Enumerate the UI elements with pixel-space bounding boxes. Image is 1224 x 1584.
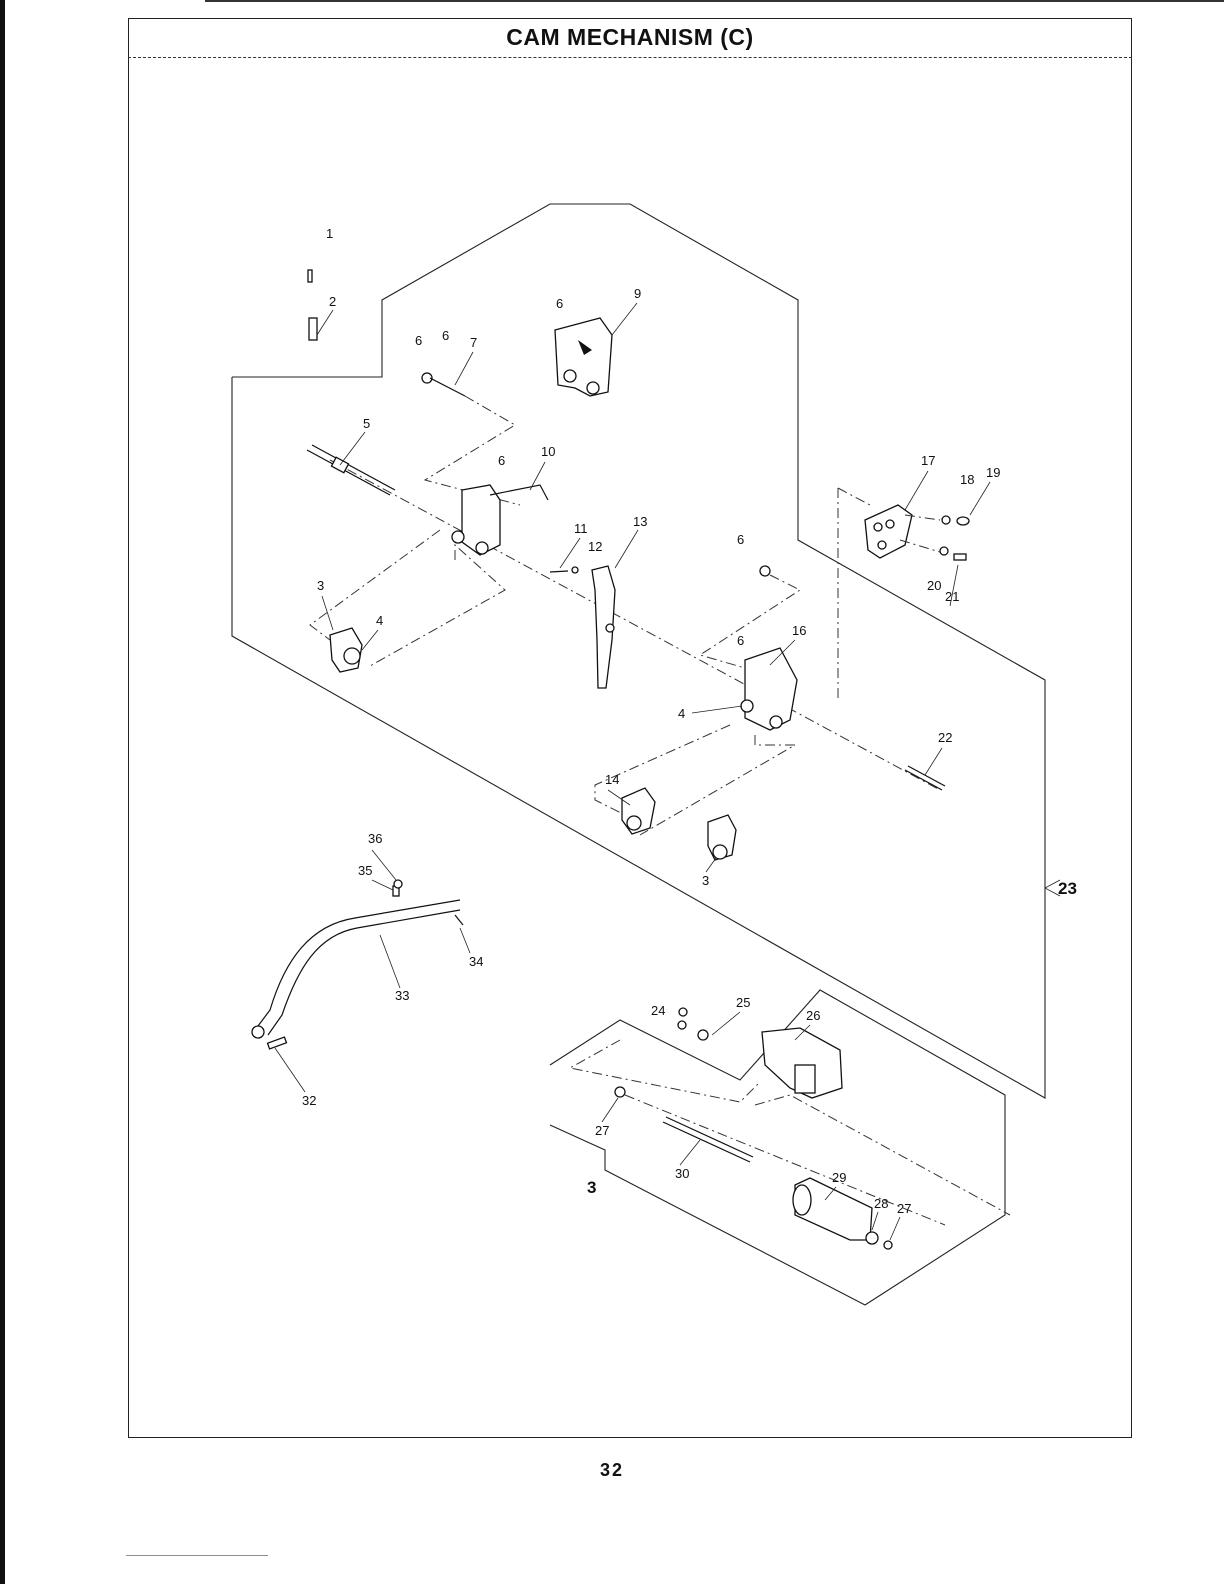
svg-text:30: 30 (675, 1166, 689, 1181)
leader-lines (275, 303, 1060, 1240)
part-20-washer (940, 547, 948, 555)
svg-text:26: 26 (806, 1008, 820, 1023)
svg-text:33: 33 (395, 988, 409, 1003)
part-11-screw (550, 571, 568, 572)
callout-labels: 1 2 3 4 5 6 6 6 6 6 6 7 9 10 11 12 13 14… (300, 226, 1000, 1216)
svg-text:20: 20 (927, 578, 941, 593)
part-4-roller-right (741, 700, 753, 712)
svg-text:6: 6 (556, 296, 563, 311)
part-24-screw (679, 1008, 687, 1016)
part-27-washer-a (615, 1087, 625, 1097)
svg-text:16: 16 (792, 623, 806, 638)
part-21-screw (954, 554, 966, 560)
part-33-rod (255, 900, 460, 1030)
svg-text:9: 9 (634, 286, 641, 301)
svg-text:22: 22 (938, 730, 952, 745)
svg-text:10: 10 (541, 444, 555, 459)
part-2-sleeve (309, 318, 317, 340)
svg-text:3: 3 (702, 873, 709, 888)
assembly-callout-23: 23 (1058, 879, 1077, 898)
base-callout-3: 3 (587, 1178, 596, 1197)
part-28-washer (866, 1232, 878, 1244)
main-shaft-axis (330, 460, 940, 790)
part-36-washer (394, 880, 402, 888)
svg-text:27: 27 (897, 1201, 911, 1216)
part-7-pin (430, 378, 465, 396)
svg-text:4: 4 (376, 613, 383, 628)
svg-text:24: 24 (651, 1003, 665, 1018)
svg-text:18: 18 (960, 472, 974, 487)
svg-text:12: 12 (588, 539, 602, 554)
svg-text:28: 28 (874, 1196, 888, 1211)
svg-text:27: 27 (595, 1123, 609, 1138)
svg-text:5: 5 (363, 416, 370, 431)
part-9-bracket (555, 318, 612, 396)
svg-text:34: 34 (469, 954, 483, 969)
svg-text:17: 17 (921, 453, 935, 468)
part-32-clamp (252, 1026, 264, 1038)
part-4-roller-left (344, 648, 360, 664)
svg-text:3: 3 (317, 578, 324, 593)
svg-text:35: 35 (358, 863, 372, 878)
svg-text:6: 6 (415, 333, 422, 348)
part-12-washer (572, 567, 578, 573)
part-17-bracket (865, 505, 912, 558)
part-27-washer-b (884, 1241, 892, 1249)
part-25-washer (698, 1030, 708, 1040)
svg-text:6: 6 (737, 532, 744, 547)
svg-text:11: 11 (574, 521, 588, 536)
svg-text:13: 13 (633, 514, 647, 529)
shaft-5 (307, 450, 390, 495)
part-18-washer (942, 516, 950, 524)
part-1-pin (308, 270, 312, 282)
footer-link-underline (126, 1555, 268, 1556)
svg-text:2: 2 (329, 294, 336, 309)
svg-text:4: 4 (678, 706, 685, 721)
svg-text:36: 36 (368, 831, 382, 846)
svg-text:7: 7 (470, 335, 477, 350)
svg-text:6: 6 (737, 633, 744, 648)
page-number: 32 (0, 1460, 1224, 1481)
svg-text:29: 29 (832, 1170, 846, 1185)
part-34-pin (455, 915, 463, 925)
svg-text:19: 19 (986, 465, 1000, 480)
part-6-washer-b (760, 566, 770, 576)
part-19-ring (957, 517, 969, 525)
svg-text:6: 6 (442, 328, 449, 343)
svg-text:1: 1 (326, 226, 333, 241)
svg-text:14: 14 (605, 772, 619, 787)
part-22-pin (905, 770, 942, 790)
svg-text:6: 6 (498, 453, 505, 468)
svg-text:25: 25 (736, 995, 750, 1010)
svg-text:32: 32 (302, 1093, 316, 1108)
